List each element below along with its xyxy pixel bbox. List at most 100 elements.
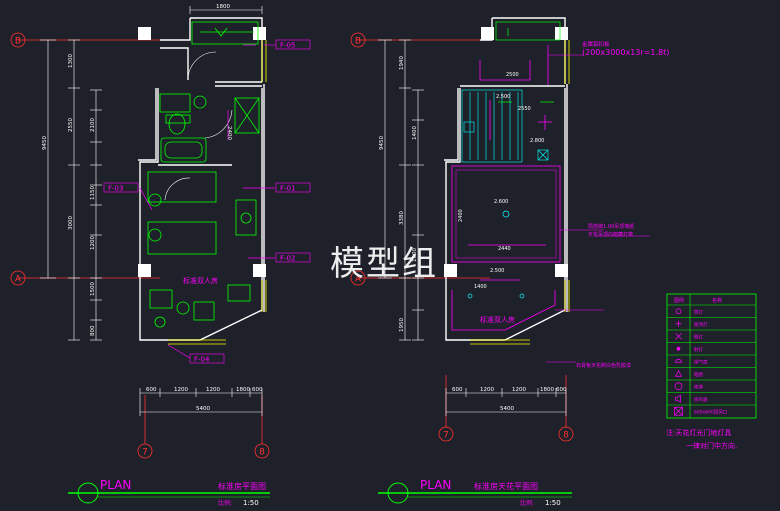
smoke-detector-icon (674, 370, 683, 377)
ceiling-axis-8-label: 8 (563, 431, 569, 441)
dim-label: 1200 (174, 387, 188, 393)
ceiling-left-dims: 9450 1940 3380 1400 1000 1950 (379, 56, 418, 332)
ceiling-plan: 标准双人房 金属铝扣板 (200x3000x13r=1.8t) 局部做1.00吊… (350, 17, 737, 507)
dim-label: 1200 (90, 236, 96, 250)
floor-plan-left-dims: 9450 1300 2550 2100 3000 1200 1150 1500 … (42, 54, 96, 336)
dim-label: 3000 (68, 216, 74, 230)
axis-8-label: 8 (259, 448, 265, 458)
level-label: 2.500 (490, 268, 504, 274)
ceiling-notes: 金属铝扣板 (200x3000x13r=1.8t) 局部做1.00吊顶墙纸 天花… (546, 40, 737, 450)
ceiling-inner-dims: 2500 2440 2400 2550 1400 (458, 72, 531, 290)
dim-label: 1950 (399, 318, 405, 332)
downlight-icon (675, 308, 682, 315)
floor-plan-title-block: PLAN 标准房平面图 比例: 1:50 (68, 478, 270, 507)
floor-plan-title-cn: 标准房平面图 (218, 481, 266, 491)
aircon-vent-icon (674, 406, 683, 416)
tag-f05: F-05 (264, 39, 311, 50)
ceiling-plan-title-en: PLAN (420, 478, 451, 492)
ceiling-axis-7-label: 7 (443, 431, 449, 441)
axis-7-label: 7 (142, 448, 148, 458)
legend-label: 喷淋 (694, 383, 703, 390)
dim-label: 2550 (518, 106, 531, 112)
dim-label: 800 (90, 325, 96, 336)
dim-label: 1150 (90, 186, 96, 200)
dim-label: 1300 (68, 54, 74, 68)
watermark: 模型组 (330, 244, 438, 284)
dim-label: 2500 (506, 72, 519, 78)
dim-label: 1400 (474, 284, 487, 290)
ceiling-axis-a-label: A (355, 275, 362, 285)
floor-plan-room-label: 标准双人房 (183, 276, 218, 285)
ceiling-plan-title-cn: 标准房天花平面图 (474, 481, 538, 491)
dim-label: 1500 (90, 282, 96, 296)
floor-plan-title-en: PLAN (100, 478, 131, 492)
note-metal-ceiling: 金属铝扣板 (582, 40, 610, 48)
floor-plan-scale-label: 比例: (218, 499, 232, 507)
level-label: 2.800 (530, 138, 544, 144)
ceiling-plan-scale-label: 比例: (520, 499, 534, 507)
dim-label: 600 (252, 387, 263, 393)
note-light-strip: 天花吊顶内暗藏灯带 (588, 231, 633, 238)
note-metal-ceiling-spec: (200x3000x13r=1.8t) (582, 48, 669, 57)
dim-label: 1800 (236, 387, 250, 393)
legend-label: 烟感 (694, 371, 703, 378)
dim-label: 600 (556, 387, 567, 393)
ceiling-levels: 2.500 2.600 2.500 2.800 (490, 94, 544, 274)
tag-f03-label: F-03 (108, 185, 123, 193)
legend-header-name: 名称 (712, 297, 722, 304)
dim-label: 2550 (68, 118, 74, 132)
tag-f01: F-01 (275, 182, 311, 193)
ceiling-light-icon (675, 320, 682, 327)
sprinkler-icon (674, 382, 683, 391)
floor-plan: 标准双人房 F-05 F-03 F-01 F-02 F-04 (10, 4, 311, 507)
level-label: 2.600 (494, 199, 508, 205)
dim-label: 600 (452, 387, 463, 393)
dim-total-label: 9450 (42, 136, 48, 150)
tag-f04-label: F-04 (194, 356, 210, 364)
finish-tags: F-05 F-03 F-01 F-02 F-04 (103, 39, 311, 364)
tag-f02: F-02 (275, 252, 311, 263)
legend-label: 吸顶灯 (694, 321, 708, 328)
speaker-icon (675, 394, 681, 403)
tag-f01-label: F-01 (280, 185, 295, 193)
dim-label: 1200 (512, 387, 526, 393)
tag-f05-label: F-05 (280, 42, 295, 50)
legend-label: 排气扇 (694, 358, 708, 365)
dim-label: 2100 (90, 118, 96, 132)
floor-plan-bottom-dims: 600 1200 1200 1800 600 5400 1800 2400 (146, 4, 263, 412)
fan-icon (675, 358, 682, 363)
note-wallpaper: 局部做1.00吊顶墙纸 (588, 223, 634, 230)
tag-f02-label: F-02 (280, 255, 295, 263)
wall-light-icon (675, 333, 682, 340)
note-gypsum-ceiling: 石膏板天花刷白色乳胶漆 (576, 362, 631, 369)
legend-label: 扬声器 (694, 396, 708, 403)
dim-label: 1800 (216, 4, 230, 10)
dim-label: 3380 (399, 211, 405, 225)
note-lighting-direction-2: 一律对门中方向. (686, 441, 737, 450)
dim-label: 2440 (498, 246, 511, 252)
ceiling-plan-title-block: PLAN 标准房天花平面图 比例: 1:50 (378, 478, 572, 507)
dim-total-label: 5400 (500, 406, 514, 412)
legend-header-icon: 图例 (674, 297, 684, 304)
dim-label: 1800 (540, 387, 554, 393)
dim-label: 2400 (458, 209, 464, 222)
axis-b-label: B (15, 37, 21, 47)
dim-label: 1400 (412, 126, 418, 140)
dim-label: 2400 (226, 126, 232, 140)
dim-total-label: 9450 (379, 136, 385, 150)
spotlight-icon (676, 346, 681, 351)
ceiling-bottom-dims: 600 1200 1200 1800 600 5400 (452, 387, 567, 412)
dim-label: 1200 (206, 387, 220, 393)
note-lighting-direction: 注:天花灯光门地灯具 (666, 428, 731, 437)
legend-label: 600x600回风口 (694, 409, 727, 415)
dim-label: 1000 (412, 248, 418, 262)
dim-total-label: 5400 (196, 406, 210, 412)
dim-label: 600 (146, 387, 157, 393)
ceiling-axis-b-label: B (355, 37, 361, 47)
ceiling-plan-scale: 1:50 (545, 499, 561, 507)
tag-f03: F-03 (103, 182, 139, 193)
legend-label: 壁灯 (694, 333, 703, 340)
ceiling-plan-room-label: 标准双人房 (480, 315, 515, 324)
